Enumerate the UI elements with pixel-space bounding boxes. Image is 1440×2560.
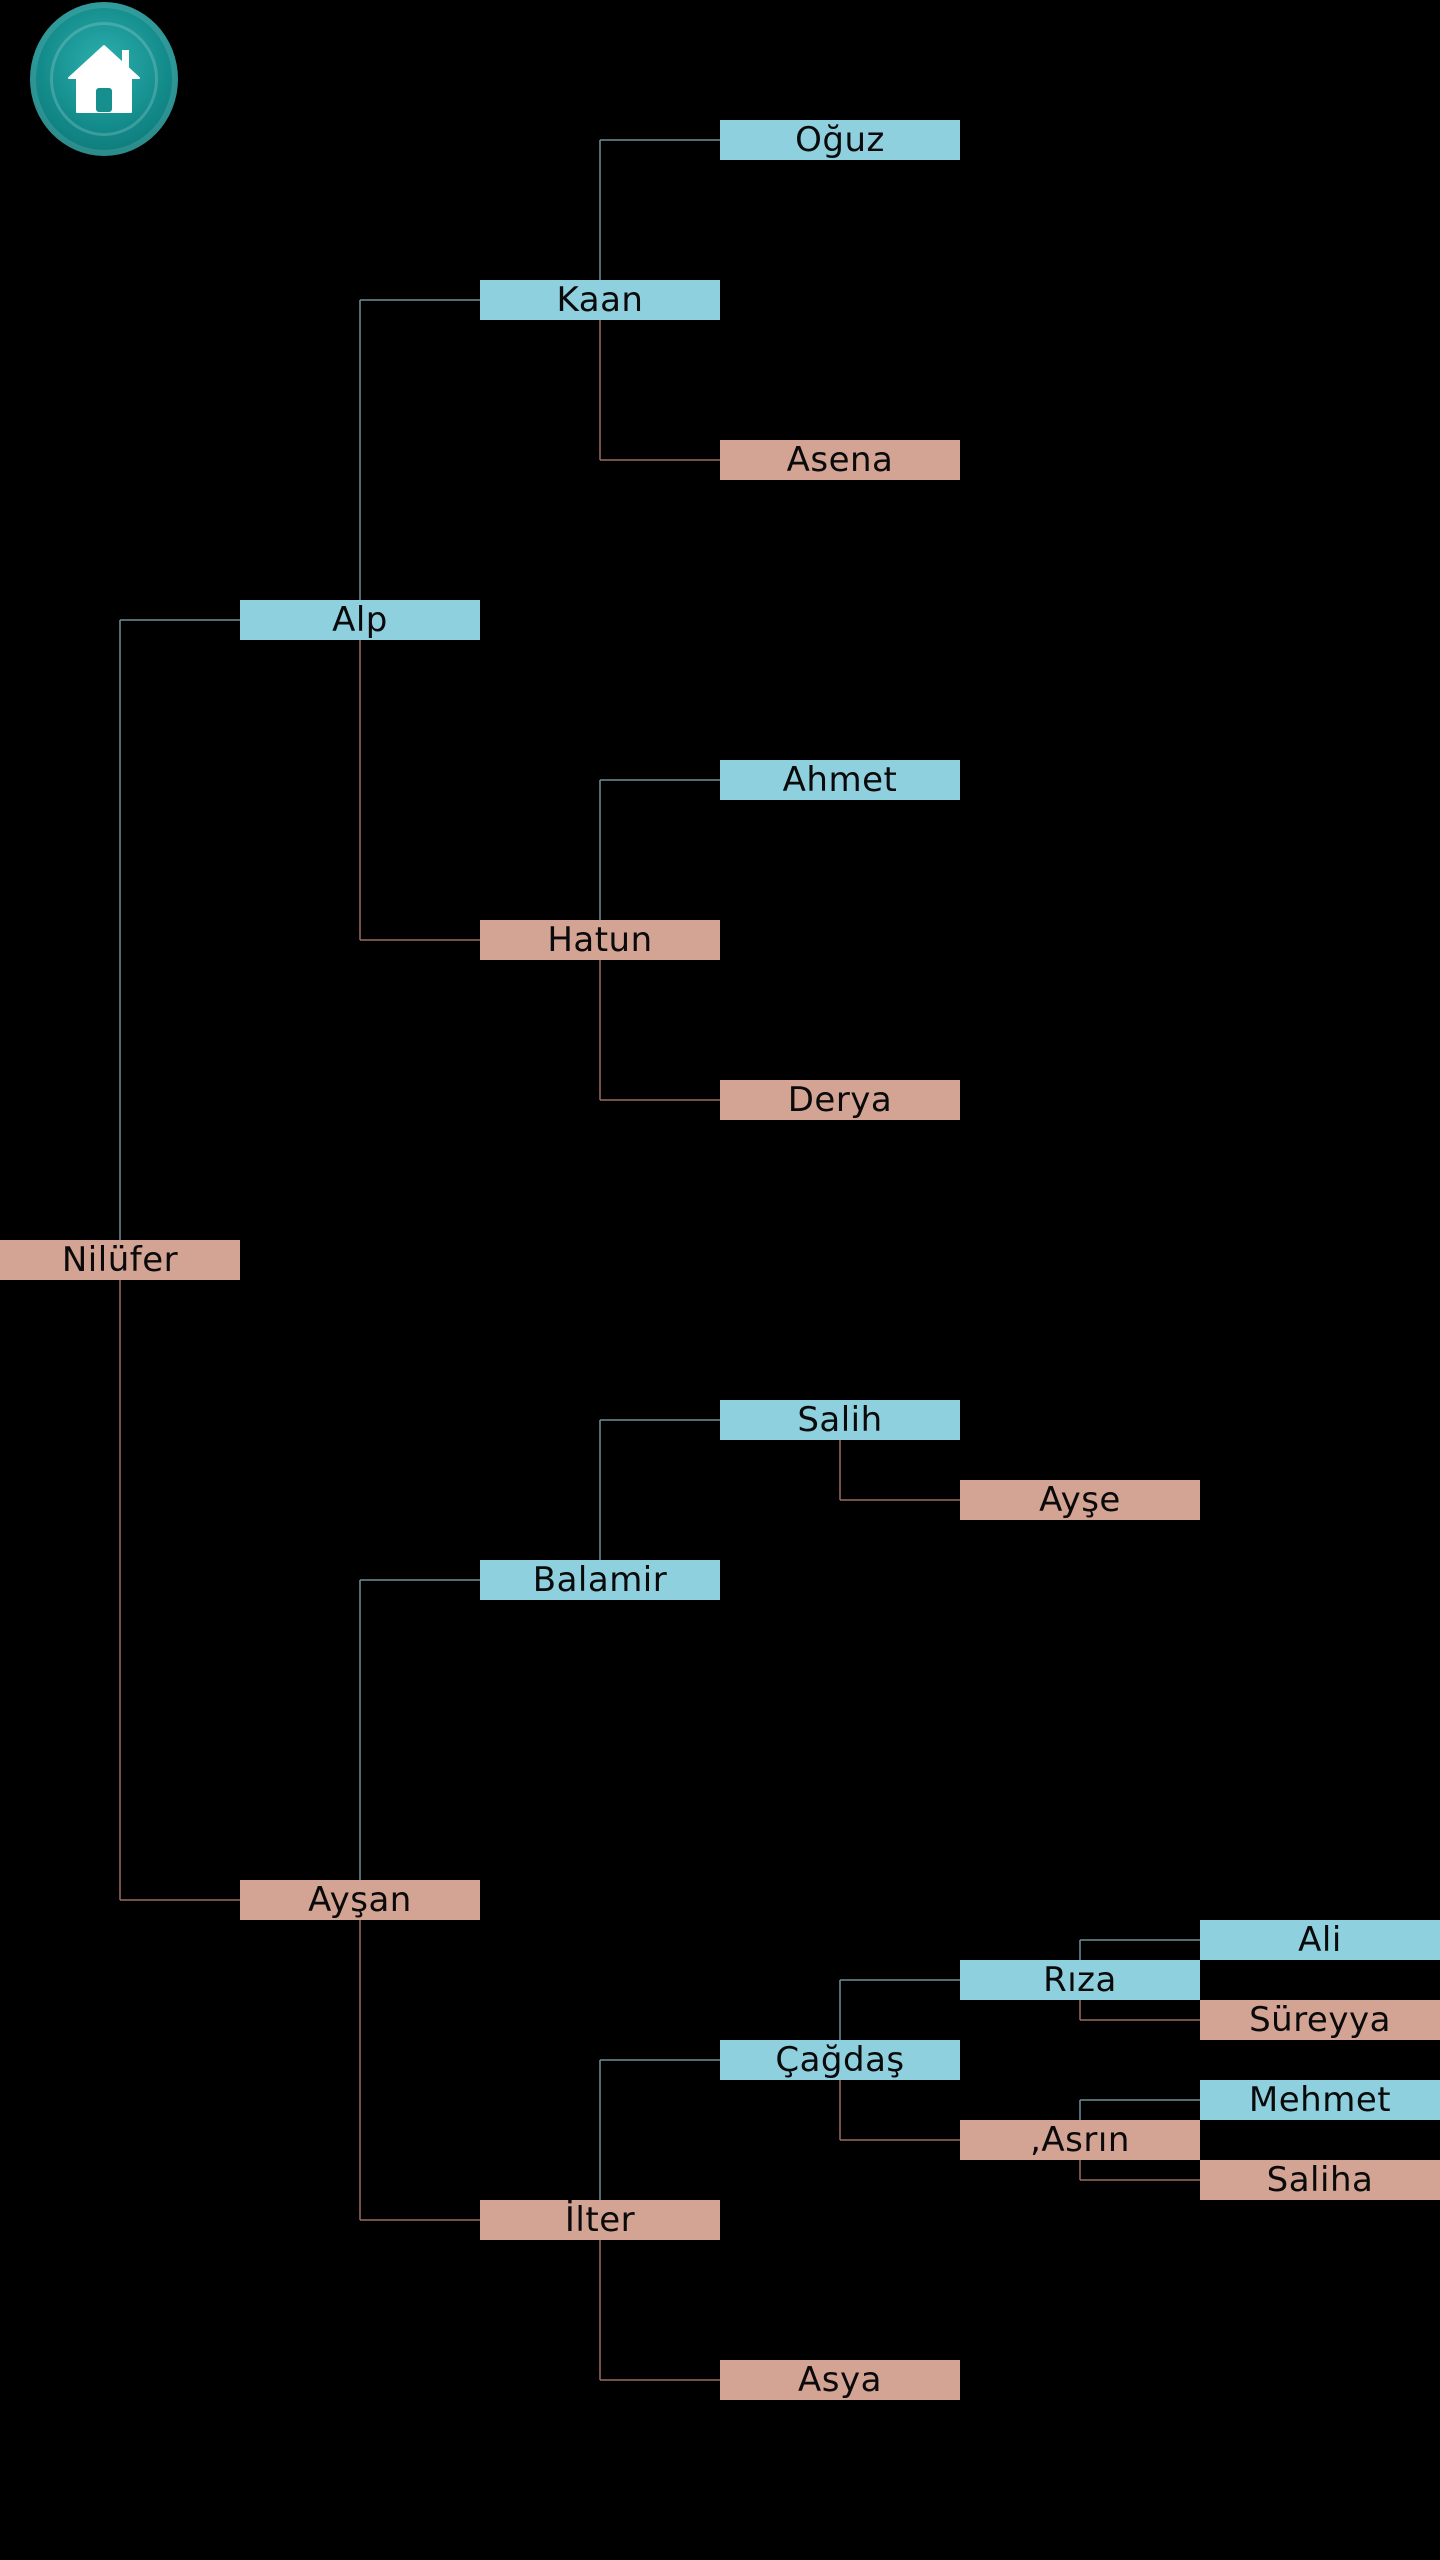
person-node-oguz[interactable]: Oğuz — [720, 120, 960, 160]
person-node-derya[interactable]: Derya — [720, 1080, 960, 1120]
person-name: Süreyya — [1249, 2000, 1391, 2040]
person-node-root[interactable]: Nilüfer — [0, 1240, 240, 1280]
person-node-ilter[interactable]: İlter — [480, 2200, 720, 2240]
person-node-saliha[interactable]: Saliha — [1200, 2160, 1440, 2200]
person-node-sureyya[interactable]: Süreyya — [1200, 2000, 1440, 2040]
person-name: Rıza — [1043, 1960, 1117, 2000]
person-name: Alp — [332, 600, 388, 640]
person-name: Kaan — [556, 280, 644, 320]
person-name: Ayşe — [1039, 1480, 1121, 1520]
person-node-asya[interactable]: Asya — [720, 2360, 960, 2400]
person-name: Ali — [1298, 1920, 1342, 1960]
person-node-ayse[interactable]: Ayşe — [960, 1480, 1200, 1520]
person-node-ali[interactable]: Ali — [1200, 1920, 1440, 1960]
person-name: Mehmet — [1248, 2080, 1392, 2120]
person-name: ,Asrın — [1030, 2120, 1130, 2160]
person-name: Nilüfer — [61, 1240, 179, 1280]
person-name: Ahmet — [782, 760, 898, 800]
person-node-aysan[interactable]: Ayşan — [240, 1880, 480, 1920]
home-button[interactable] — [30, 2, 178, 156]
person-node-riza[interactable]: Rıza — [960, 1960, 1200, 2000]
person-node-ahmet[interactable]: Ahmet — [720, 760, 960, 800]
person-node-kaan[interactable]: Kaan — [480, 280, 720, 320]
person-node-asrin[interactable]: ,Asrın — [960, 2120, 1200, 2160]
person-node-salih[interactable]: Salih — [720, 1400, 960, 1440]
person-name: Ayşan — [308, 1880, 412, 1920]
person-name: Hatun — [547, 920, 653, 960]
person-name: Asya — [798, 2360, 882, 2400]
person-name: İlter — [564, 2200, 636, 2240]
person-name: Çağdaş — [775, 2040, 905, 2080]
person-node-balamir[interactable]: Balamir — [480, 1560, 720, 1600]
person-name: Oğuz — [795, 120, 885, 160]
person-node-cagdas[interactable]: Çağdaş — [720, 2040, 960, 2080]
home-icon — [68, 45, 140, 113]
person-name: Derya — [787, 1080, 893, 1120]
person-name: Asena — [786, 440, 894, 480]
person-node-mehmet[interactable]: Mehmet — [1200, 2080, 1440, 2120]
person-name: Salih — [797, 1400, 883, 1440]
person-node-asena[interactable]: Asena — [720, 440, 960, 480]
person-name: Saliha — [1266, 2160, 1374, 2200]
person-name: Balamir — [532, 1560, 668, 1600]
person-node-hatun[interactable]: Hatun — [480, 920, 720, 960]
person-node-alp[interactable]: Alp — [240, 600, 480, 640]
